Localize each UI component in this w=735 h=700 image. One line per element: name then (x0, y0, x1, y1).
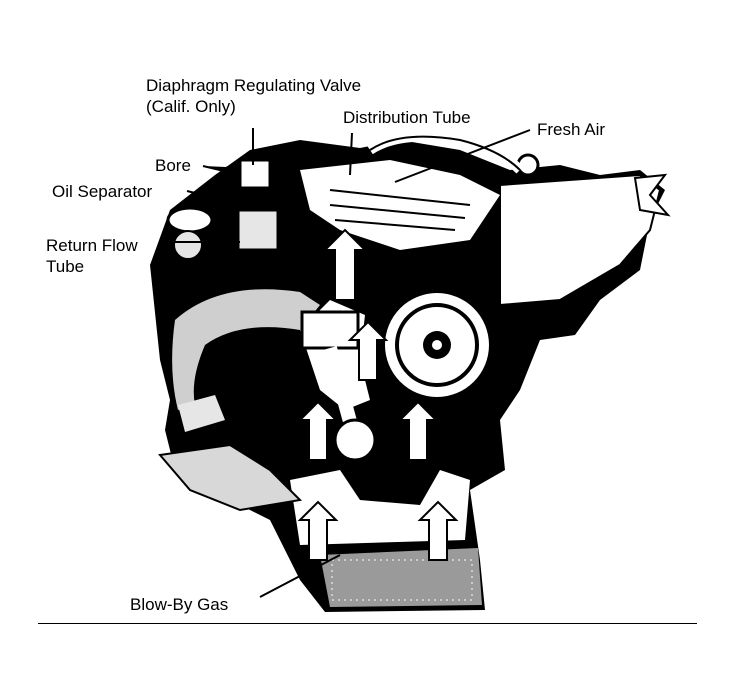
label-distribution-tube: Distribution Tube (343, 108, 471, 127)
label-return-flow-line1: Return Flow (46, 236, 138, 255)
leader-bore (202, 165, 236, 179)
label-blow-by-gas: Blow-By Gas (130, 595, 229, 614)
piston (300, 310, 360, 350)
fresh-air-arrow-right (633, 173, 671, 217)
valve-cover (300, 160, 500, 250)
label-diaphragm-regulating-valve: Diaphragm Regulating Valve (Calif. Only) (146, 75, 361, 117)
leader-fresh-air (394, 129, 531, 183)
leader-oil-separator (186, 190, 241, 205)
flow-arrow-1 (322, 228, 368, 301)
crankcase-cutaway (290, 470, 470, 545)
air-cleaner-housing (499, 173, 662, 307)
distribution-hose-outline (369, 135, 521, 171)
flow-arrow-3 (297, 400, 339, 461)
flow-arrow-5 (297, 500, 339, 561)
pcv-intake-flange (166, 206, 214, 234)
return-flow-tube (236, 208, 280, 252)
bottom-divider-line (38, 623, 697, 624)
crankshaft (333, 418, 377, 462)
blow-by-flow-arrows (297, 228, 459, 561)
label-oil-separator: Oil Separator (52, 182, 153, 201)
intake-pipe-end (178, 395, 225, 432)
flow-arrow-4 (397, 400, 439, 461)
engine-mount (158, 443, 303, 512)
flow-arrow-6 (417, 500, 459, 561)
label-diaphragm-line1: Diaphragm Regulating Valve (146, 76, 362, 95)
flow-arrow-2 (347, 320, 389, 381)
label-bore: Bore (155, 156, 191, 175)
pcv-intake-body (173, 230, 203, 260)
oil-pan (320, 548, 482, 607)
intake-manifold-pipe (172, 289, 320, 410)
leader-distribution (349, 132, 353, 176)
timing-gear-ring (395, 303, 479, 387)
label-diaphragm-line2: (Calif. Only) (146, 97, 236, 116)
label-return-flow-tube: Return Flow Tube (46, 235, 138, 277)
timing-gear-center (432, 340, 442, 350)
leader-lines (160, 128, 531, 598)
leader-blow-by (259, 554, 341, 598)
valve-cover-ridges (329, 189, 471, 231)
label-fresh-air: Fresh Air (537, 120, 606, 139)
label-return-flow-line2: Tube (46, 257, 85, 276)
regulating-valve-body (238, 158, 272, 190)
